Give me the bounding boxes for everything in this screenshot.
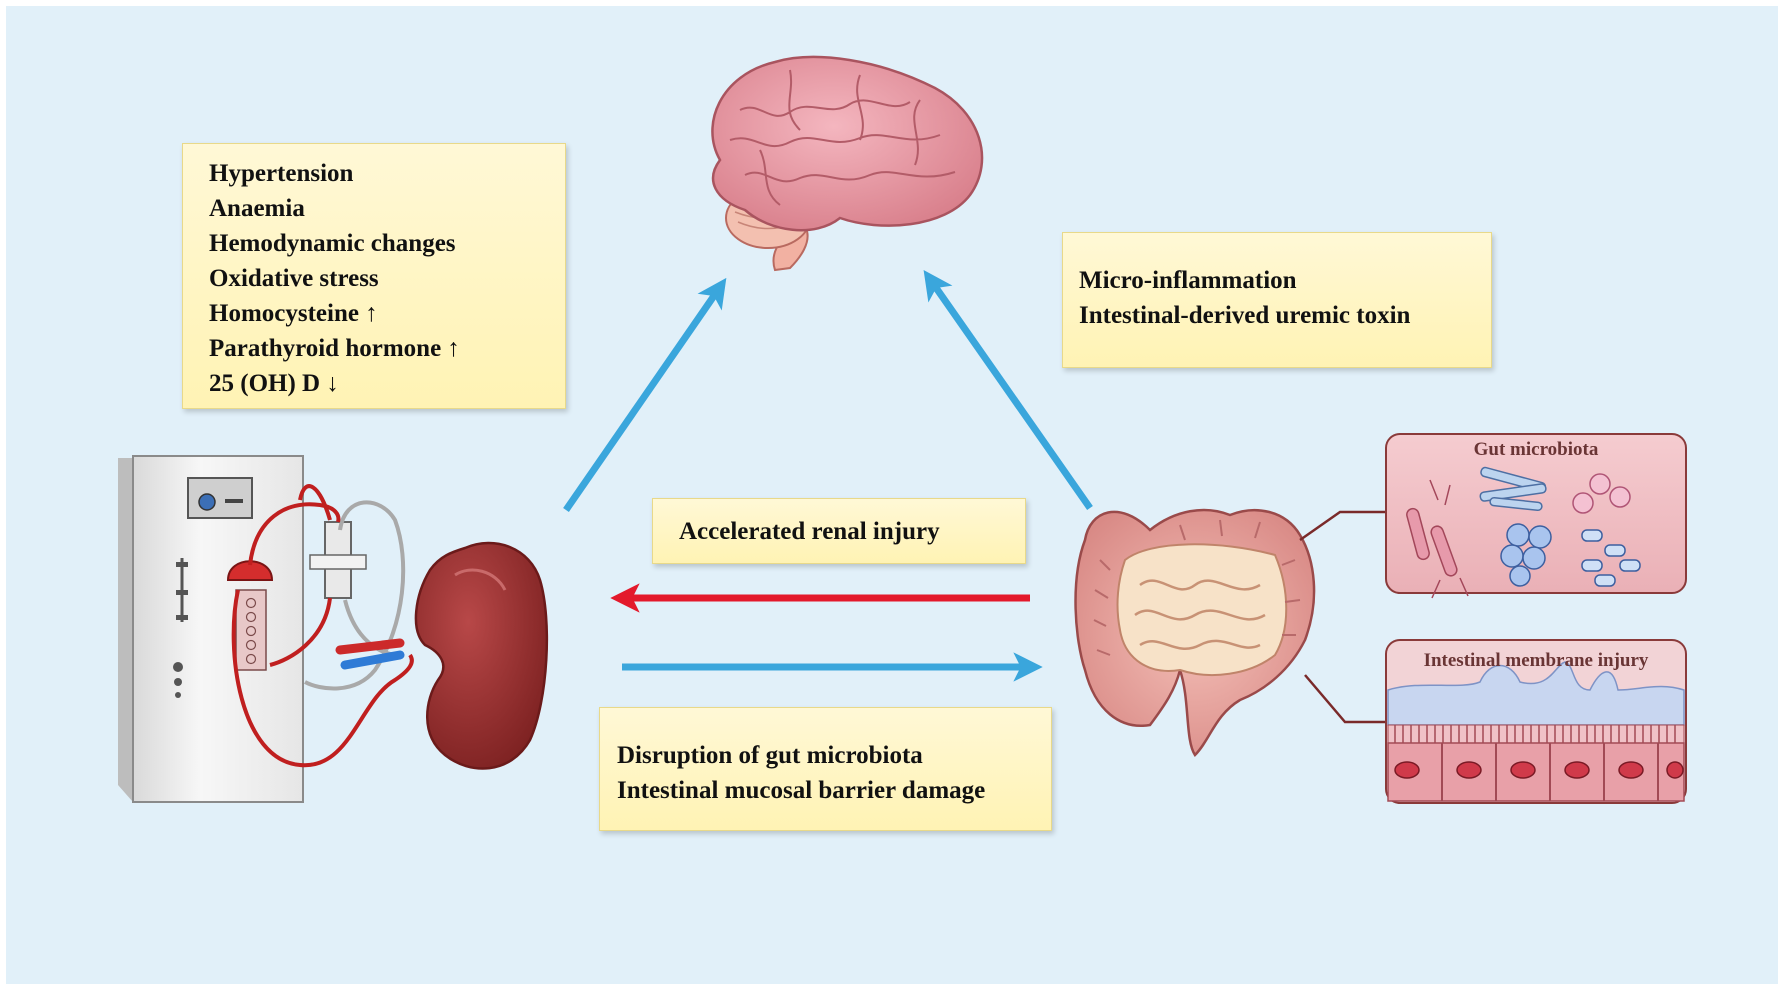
factor-line: Disruption of gut microbiota xyxy=(617,742,923,769)
factor-line: Homocysteine ↑ xyxy=(209,300,378,327)
gut-icon xyxy=(1074,508,1316,757)
factor-line: Accelerated renal injury xyxy=(679,518,940,545)
factor-line: Hemodynamic changes xyxy=(209,230,456,257)
gut-damage-box: Disruption of gut microbiota Intestinal … xyxy=(599,707,1052,831)
factor-line: Oxidative stress xyxy=(209,265,379,292)
intestinal-membrane-panel xyxy=(1385,639,1687,804)
factor-line: 25 (OH) D ↓ xyxy=(209,370,339,397)
factor-line: Intestinal mucosal barrier damage xyxy=(617,777,986,804)
factor-line: Hypertension xyxy=(209,160,354,187)
brain-icon xyxy=(711,55,984,272)
kidney-brain-factors-box: Hypertension Anaemia Hemodynamic changes… xyxy=(182,143,566,409)
dialysis-machine-icon xyxy=(118,455,414,803)
factor-line: Intestinal-derived uremic toxin xyxy=(1079,302,1411,329)
gut-to-brain-arrow xyxy=(923,269,1093,511)
factor-line: Parathyroid hormone ↑ xyxy=(209,335,460,362)
intestinal-membrane-title: Intestinal membrane injury xyxy=(1423,650,1649,671)
kidney-to-brain-arrow xyxy=(563,277,727,512)
kidney-icon xyxy=(414,541,549,770)
factor-line: Micro-inflammation xyxy=(1079,267,1297,294)
renal-injury-box: Accelerated renal injury xyxy=(652,498,1026,564)
gut-microbiota-panel xyxy=(1385,433,1687,599)
factor-line: Anaemia xyxy=(209,195,305,222)
gut-microbiota-title: Gut microbiota xyxy=(1473,439,1599,460)
gut-brain-factors-box: Micro-inflammation Intestinal-derived ur… xyxy=(1062,232,1492,368)
